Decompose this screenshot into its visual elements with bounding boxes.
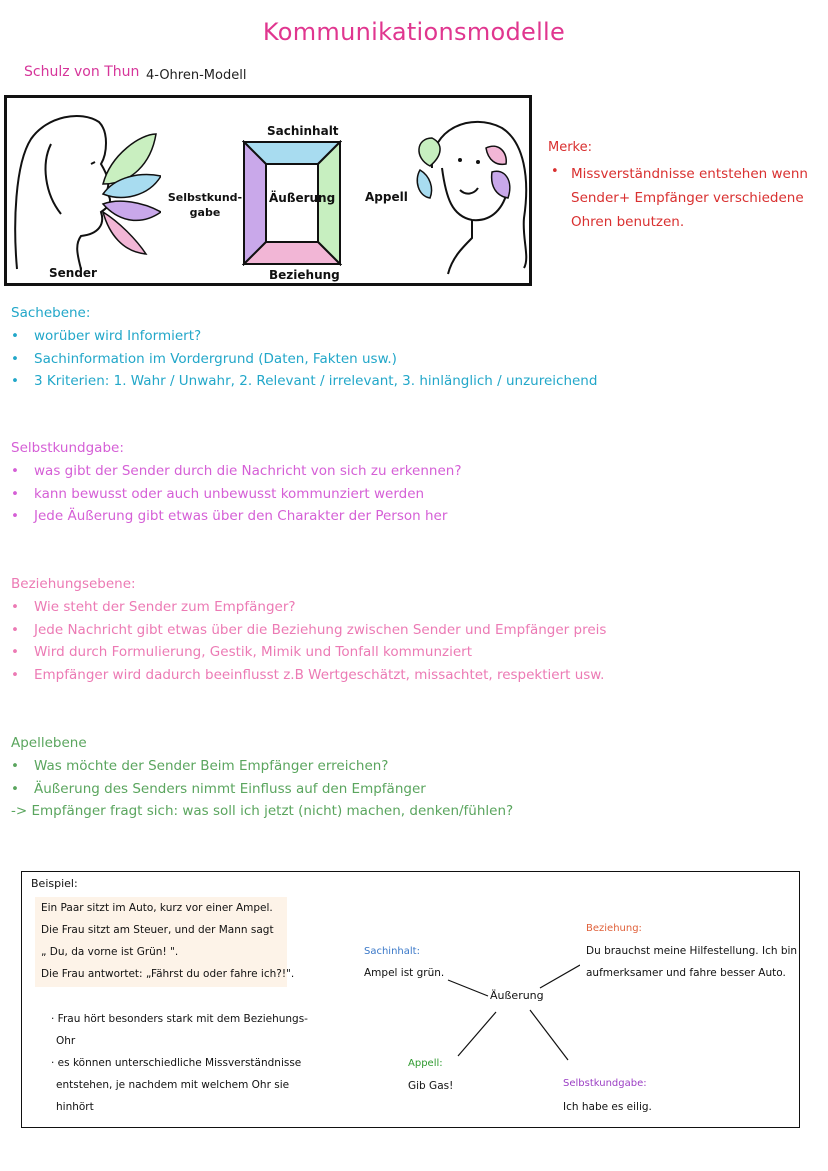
example-center: Äußerung bbox=[490, 989, 544, 1002]
apellebene-title: Apellebene bbox=[11, 735, 87, 751]
scenario-line: Die Frau sitzt am Steuer, und der Mann s… bbox=[41, 924, 274, 936]
note-line: · es können unterschiedliche Missverstän… bbox=[51, 1057, 302, 1069]
author-name: Schulz von Thun bbox=[24, 64, 140, 80]
sender-illustration bbox=[14, 115, 161, 270]
list-item: •Sachinformation im Vordergrund (Daten, … bbox=[11, 350, 397, 367]
example-bez-text: aufmerksamer und fahre besser Auto. bbox=[586, 967, 786, 979]
example-appell-text: Gib Gas! bbox=[408, 1080, 454, 1092]
scenario-line: Die Frau antwortet: „Fährst du oder fahr… bbox=[41, 968, 295, 980]
list-item: •kann bewusst oder auch unbewusst kommun… bbox=[11, 485, 425, 502]
beziehung-label: Beziehung bbox=[269, 268, 340, 282]
example-connector-lines bbox=[447, 964, 580, 1061]
example-selbst-text: Ich habe es eilig. bbox=[563, 1101, 652, 1113]
list-item: •3 Kriterien: 1. Wahr / Unwahr, 2. Relev… bbox=[11, 373, 598, 390]
merke-title: Merke: bbox=[548, 140, 593, 155]
receiver-illustration bbox=[416, 120, 528, 275]
selbstkundgabe-title: Selbstkundgabe: bbox=[11, 440, 124, 456]
example-bez-text: Du brauchst meine Hilfestellung. Ich bin bbox=[586, 945, 798, 957]
list-item: •Jede Nachricht gibt etwas über die Bezi… bbox=[11, 621, 607, 638]
list-item: •Jede Äußerung gibt etwas über den Chara… bbox=[11, 508, 448, 525]
note-line: Ohr bbox=[56, 1035, 76, 1047]
list-item: •was gibt der Sender durch die Nachricht… bbox=[11, 463, 462, 479]
page-title: Kommunikationsmodelle bbox=[262, 18, 566, 46]
sender-label: Sender bbox=[49, 266, 97, 280]
example-bez-label: Beziehung: bbox=[586, 923, 642, 934]
example-appell-label: Appell: bbox=[408, 1058, 443, 1069]
apellebene-list: •Was möchte der Sender Beim Empfänger er… bbox=[11, 755, 513, 823]
scenario-line: Ein Paar sitzt im Auto, kurz vor einer A… bbox=[41, 902, 273, 914]
list-item: •worüber wird Informiert? bbox=[11, 328, 202, 344]
merke-text: Missverständnisse entstehen wenn Sender+… bbox=[571, 166, 808, 230]
list-item: -> Empfänger fragt sich: was soll ich je… bbox=[11, 803, 514, 820]
model-name: 4-Ohren-Modell bbox=[146, 68, 247, 83]
beziehungsebene-title: Beziehungsebene: bbox=[11, 576, 136, 592]
list-item: •Empfänger wird dadurch beeinflusst z.B … bbox=[11, 666, 605, 683]
scenario-highlight bbox=[35, 897, 287, 987]
example-sach-text: Ampel ist grün. bbox=[364, 967, 445, 979]
note-line: entstehen, je nachdem mit welchem Ohr si… bbox=[56, 1079, 290, 1091]
selbstkundgabe-list: •was gibt der Sender durch die Nachricht… bbox=[11, 460, 461, 528]
four-ears-diagram: Sender Sachinhalt Äußerung Selbstkund-ga… bbox=[4, 95, 532, 286]
list-item: •Wie steht der Sender zum Empfänger? bbox=[11, 599, 296, 615]
aeusserung-label: Äußerung bbox=[269, 191, 336, 205]
list-item: •Äußerung des Senders nimmt Einfluss auf… bbox=[11, 780, 426, 797]
list-item: •Wird durch Formulierung, Gestik, Mimik … bbox=[11, 644, 473, 661]
list-item: •Was möchte der Sender Beim Empfänger er… bbox=[11, 758, 389, 774]
scenario-line: „ Du, da vorne ist Grün! ". bbox=[41, 946, 179, 958]
sachebene-title: Sachebene: bbox=[11, 305, 91, 321]
note-line: hinhört bbox=[56, 1101, 94, 1113]
sachinhalt-label: Sachinhalt bbox=[267, 124, 339, 138]
beziehungsebene-list: •Wie steht der Sender zum Empfänger? •Je… bbox=[11, 596, 606, 686]
example-selbst-label: Selbstkundgabe: bbox=[563, 1078, 647, 1089]
appell-label: Appell bbox=[365, 190, 408, 204]
example-box bbox=[21, 871, 800, 1128]
merke-bullet: • bbox=[551, 164, 559, 179]
example-sach-label: Sachinhalt: bbox=[364, 946, 420, 957]
sachebene-list: •worüber wird Informiert? •Sachinformati… bbox=[11, 325, 597, 393]
message-square bbox=[242, 140, 342, 266]
selbstkundgabe-label: Selbstkund-gabe bbox=[167, 191, 243, 219]
note-line: · Frau hört besonders stark mit dem Bezi… bbox=[51, 1013, 308, 1025]
example-title: Beispiel: bbox=[31, 877, 78, 890]
